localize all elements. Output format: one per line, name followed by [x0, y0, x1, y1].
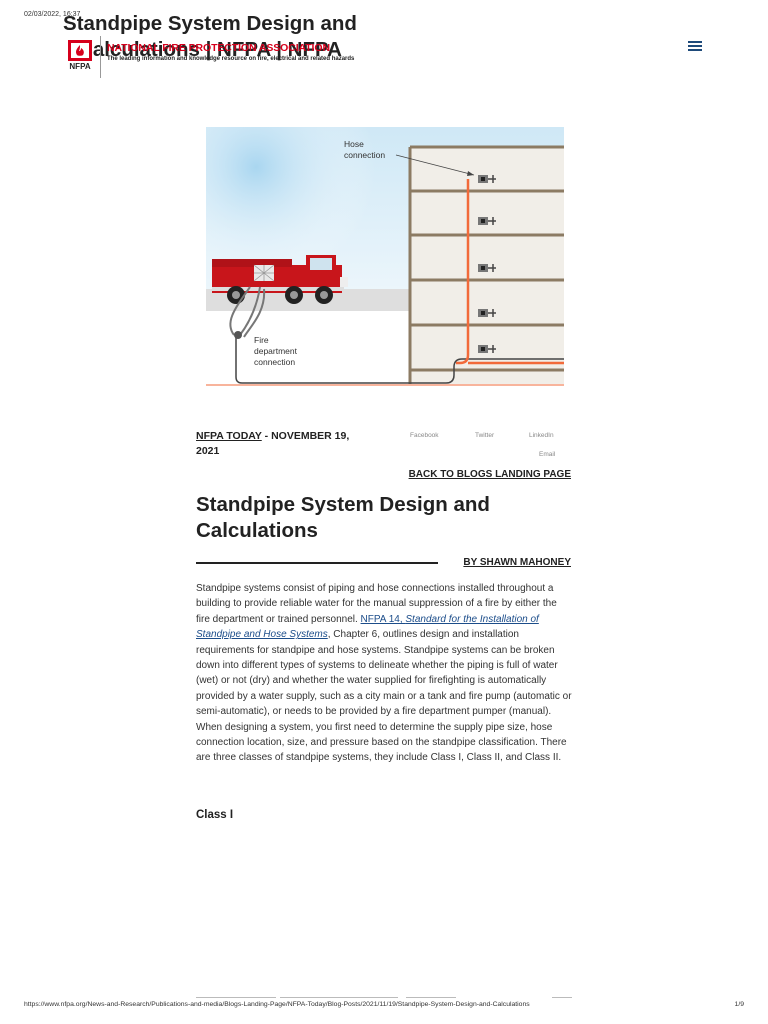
article-title: Standpipe System Design and Calculations	[196, 493, 490, 542]
org-name: NATIONAL FIRE PROTECTION ASSOCIATION	[107, 42, 330, 54]
org-tagline: The leading information and knowledge re…	[107, 56, 355, 62]
class-i-heading: Class I	[196, 809, 234, 821]
standpipe	[235, 179, 564, 384]
label-department-connection: connection	[254, 357, 295, 367]
print-header: 02/03/2022, 16:37 Standpipe System Desig…	[24, 11, 744, 61]
body-paragraph-part1: Standpipe systems consist of piping and …	[196, 583, 557, 625]
meta-separator: -	[261, 430, 272, 442]
share-twitter[interactable]: Twitter	[475, 432, 495, 439]
share-facebook[interactable]: Facebook	[410, 432, 439, 439]
label-hose: Hose	[344, 139, 364, 149]
hose-connections	[478, 175, 496, 353]
print-url: https://www.nfpa.org/News-and-Research/P…	[24, 1001, 530, 1008]
supply-hoses	[229, 286, 266, 339]
nfpa14-link[interactable]: NFPA 14, Standard for the Installation o…	[196, 614, 539, 640]
print-page-number: 1/9	[734, 1001, 744, 1008]
nfpa-logo[interactable]: NFPA	[64, 40, 96, 71]
body-paragraph-part2: , Chapter 6, outlines design and install…	[196, 629, 572, 764]
standard-link-text: Standard for the Installation of Standpi…	[196, 613, 539, 641]
label-hose-connection: connection	[344, 150, 385, 160]
nfpa-logo-icon: NFPA	[68, 40, 92, 71]
share-email[interactable]: Email	[539, 451, 556, 458]
back-to-blogs-link[interactable]: BACK TO BLOGS LANDING PAGE	[408, 469, 571, 480]
title-rule	[196, 562, 438, 564]
post-date: NOVEMBER 19, 2021	[196, 430, 350, 457]
site-header: NFPA NATIONAL FIRE PROTECTION ASSOCIATIO…	[64, 32, 704, 80]
label-fire: Fire	[254, 335, 269, 345]
post-meta: NFPA TODAY - NOVEMBER 19, 2021	[196, 429, 366, 459]
share-linkedin[interactable]: LinkedIn	[529, 432, 554, 439]
print-datetime: 02/03/2022, 16:37	[24, 11, 81, 18]
fire-truck	[212, 255, 348, 304]
author-link[interactable]: BY SHAWN MAHONEY	[463, 557, 571, 568]
print-title: Standpipe System Design and Calculations…	[63, 12, 357, 61]
page-break-lines	[196, 997, 572, 999]
article-body: Standpipe systems consist of piping and …	[196, 581, 572, 766]
standpipe-illustration: Hose connection Fire departmen	[206, 127, 564, 387]
nfpa14-link-text: NFPA 14,	[360, 613, 406, 625]
label-department: department	[254, 346, 298, 356]
hamburger-menu-icon[interactable]	[686, 39, 704, 55]
logo-divider	[100, 36, 101, 78]
hero-image: Hose connection Fire departmen	[206, 127, 564, 387]
category-link[interactable]: NFPA TODAY	[196, 430, 262, 442]
logo-text: NFPA	[69, 62, 90, 70]
